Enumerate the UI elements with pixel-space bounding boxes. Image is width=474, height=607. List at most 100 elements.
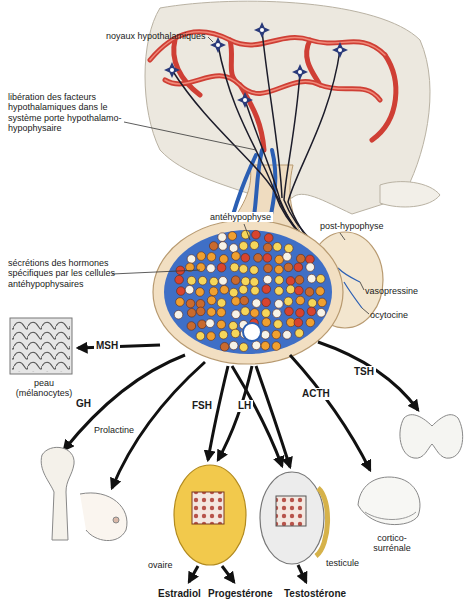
- secretory-cell: [198, 320, 207, 329]
- secretory-cell: [229, 244, 238, 253]
- adrenal-gland: [358, 477, 420, 525]
- secretory-cell: [207, 296, 216, 305]
- secretory-cell: [185, 285, 194, 294]
- ovary: [174, 465, 246, 565]
- secretory-cell: [209, 242, 218, 251]
- secretory-cell: [317, 308, 326, 317]
- structure-label: noyaux hypothalamiques: [106, 31, 206, 41]
- secretory-cell: [252, 299, 261, 308]
- secretory-cell: [175, 275, 184, 284]
- testis: [260, 472, 324, 564]
- secretory-cell: [196, 288, 205, 297]
- secretory-cell: [286, 285, 295, 294]
- secretory-cell: [262, 285, 271, 294]
- secretory-cell: [264, 264, 273, 273]
- process-note: sécrétions des hormones spécifiques par …: [8, 258, 116, 289]
- secretory-cell: [239, 343, 248, 352]
- secretory-cell: [187, 276, 196, 285]
- secretory-cell: [177, 287, 186, 296]
- secretory-cell: [239, 242, 248, 251]
- secretory-cell: [220, 285, 229, 294]
- secretory-cell: [207, 264, 216, 273]
- skin-sample: [10, 318, 72, 374]
- leader-lines: [112, 37, 369, 314]
- secretory-cell: [187, 308, 196, 317]
- hormone-label: MSH: [94, 340, 120, 352]
- process-note: libération des facteurs hypothalamiques …: [8, 92, 128, 133]
- secretory-cell: [251, 286, 260, 295]
- secretory-cell: [187, 255, 196, 264]
- thyroid: [400, 415, 463, 459]
- secretory-cell: [264, 234, 273, 243]
- secretory-cell: [239, 285, 248, 294]
- secretory-cell: [284, 263, 293, 272]
- secretory-cell: [306, 318, 315, 327]
- secretory-cell: [274, 320, 283, 329]
- organ-label: peau (mélanocytes): [8, 378, 80, 399]
- hormone-label: Estradiol: [158, 588, 201, 600]
- secretory-cell: [261, 331, 270, 340]
- secretory-cell: [308, 299, 317, 308]
- secretory-cell: [262, 298, 271, 307]
- secretory-cell: [218, 233, 227, 242]
- secretory-cell: [231, 329, 240, 338]
- secretory-cell: [306, 255, 315, 264]
- secretory-cell: [283, 252, 292, 261]
- central-vessel: [243, 323, 261, 341]
- secretory-cell: [262, 309, 271, 318]
- secretory-cell: [207, 253, 216, 262]
- secretory-cell: [316, 275, 325, 284]
- secretory-cell: [307, 274, 316, 283]
- secretory-cell: [318, 298, 327, 307]
- sinusoid-bed: [164, 230, 332, 354]
- secretory-cell: [295, 276, 304, 285]
- organ-label: cortico-surrénale: [360, 533, 424, 554]
- secretory-cell: [241, 277, 250, 286]
- secretory-cell: [306, 263, 315, 272]
- secretory-cell: [174, 310, 183, 319]
- secretory-cell: [296, 309, 305, 318]
- hormone-label: GH: [74, 398, 93, 410]
- secretory-cell: [250, 309, 259, 318]
- structure-label: antéhypophyse: [208, 212, 273, 222]
- secretory-cell: [207, 308, 216, 317]
- secretory-cell: [217, 263, 226, 272]
- secretory-cell: [252, 341, 261, 350]
- structure-label: post-hypophyse: [318, 221, 386, 231]
- secretory-cell: [272, 342, 281, 351]
- secretory-cell: [275, 255, 284, 264]
- secretory-cell: [286, 277, 295, 286]
- secretory-cell: [220, 342, 229, 351]
- secretory-cell: [196, 307, 205, 316]
- secretory-cell: [250, 241, 259, 250]
- secretory-cell: [219, 242, 228, 251]
- secretory-cell: [219, 255, 228, 264]
- secretory-cell: [239, 265, 248, 274]
- secretory-cell: [217, 299, 226, 308]
- epididymis: [316, 488, 328, 556]
- secretory-cell: [275, 276, 284, 285]
- secretory-cell: [206, 319, 215, 328]
- secretory-cell: [252, 230, 261, 239]
- secretory-cell: [316, 287, 325, 296]
- hormone-label: FSH: [190, 400, 214, 412]
- hormone-label: ACTH: [300, 388, 332, 400]
- bone: [41, 447, 74, 540]
- secretory-cell: [250, 266, 259, 275]
- secretory-cell: [229, 321, 238, 330]
- secretory-cell: [228, 232, 237, 241]
- secretory-cell: [263, 254, 272, 263]
- secretory-cell: [284, 297, 293, 306]
- secretory-cell: [209, 287, 218, 296]
- secretory-cell: [232, 252, 241, 261]
- secretory-cell: [275, 300, 284, 309]
- secretory-cell: [229, 288, 238, 297]
- secretory-cell: [217, 308, 226, 317]
- secretory-cell: [275, 265, 284, 274]
- optic-chiasm: [380, 182, 440, 207]
- skin-texture: [12, 320, 70, 372]
- secretory-cell: [250, 278, 259, 287]
- secretory-cell: [176, 298, 185, 307]
- secretory-cells: [174, 230, 326, 351]
